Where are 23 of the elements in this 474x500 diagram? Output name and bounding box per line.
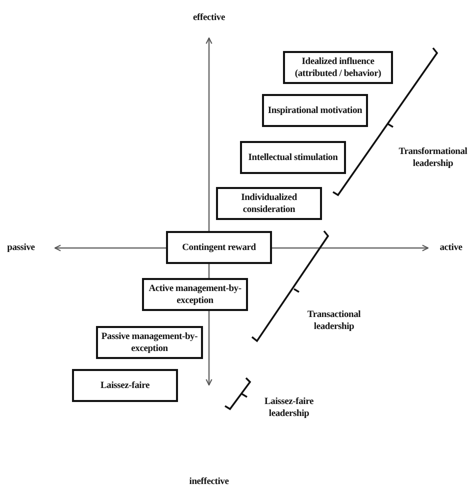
box-label: Laissez-faire (100, 380, 150, 392)
group-label: Laissez-faire leadership (264, 396, 314, 420)
axis-label: passive (6, 242, 36, 254)
process-box (142, 278, 248, 311)
axis-label: active (438, 242, 464, 254)
box-label: Contingent reward (182, 242, 256, 254)
process-box (283, 51, 393, 84)
group-label: Transactional leadership (306, 309, 362, 333)
box-label: Active management-by-exception (148, 282, 242, 306)
box-label: Individualized consideration (240, 192, 298, 216)
box-label: Passive management-by-exception (101, 330, 198, 354)
process-box (240, 141, 346, 174)
box-label: Idealized influence (attributed / behavior) (294, 56, 382, 80)
process-box (262, 94, 368, 127)
process-box (166, 231, 272, 264)
axis-label: ineffective (188, 476, 230, 488)
process-box (96, 326, 203, 359)
group-label: Transformational leadership (398, 146, 468, 170)
box-label: Intellectual stimulation (248, 152, 338, 164)
box-label: Inspirational motivation (268, 104, 362, 116)
process-box (72, 369, 178, 402)
axis-label: effective (192, 12, 226, 24)
process-box (216, 187, 322, 220)
